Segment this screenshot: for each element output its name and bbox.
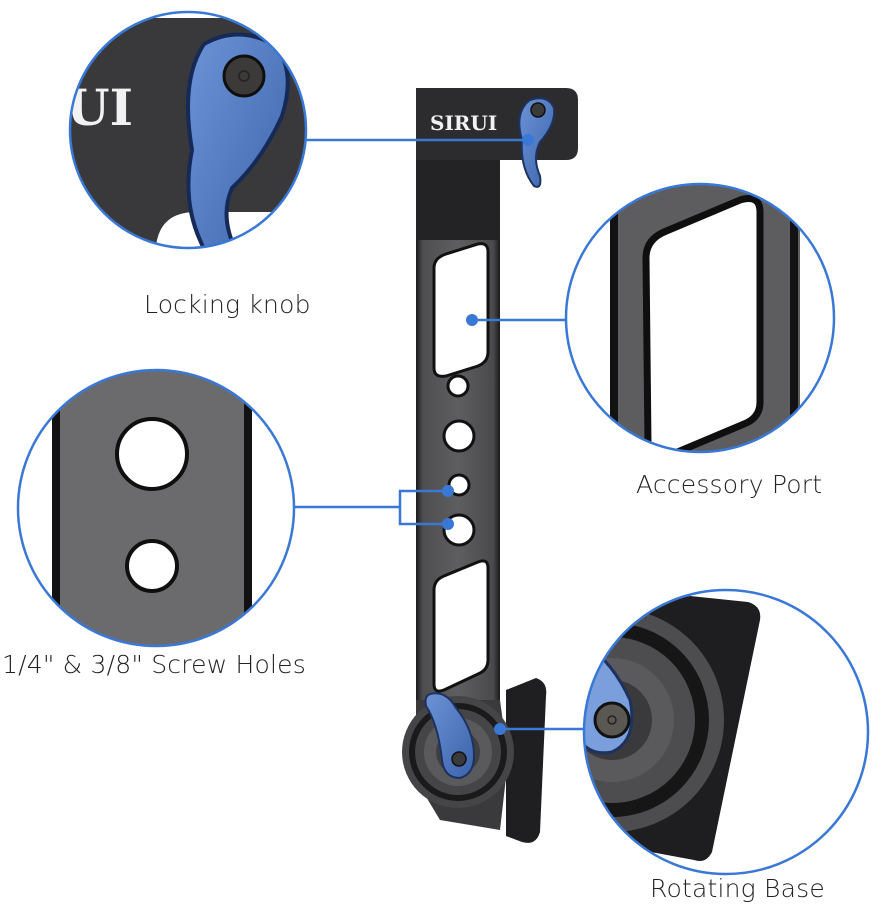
label-locking-knob: Locking knob xyxy=(144,290,311,319)
callout-dot xyxy=(522,134,534,146)
label-rotating-base: Rotating Base xyxy=(650,874,825,903)
rotating-base xyxy=(402,678,547,843)
label-accessory-port: Accessory Port xyxy=(636,470,823,499)
accessory-port-lower xyxy=(432,559,490,693)
callout-dot xyxy=(442,518,454,530)
zoom-circle-screw-holes xyxy=(16,368,296,648)
label-screw-holes: 1/4" & 3/8" Screw Holes xyxy=(2,650,306,679)
screw-hole xyxy=(447,473,471,497)
callout-dot xyxy=(442,485,454,497)
screw-hole xyxy=(442,419,476,453)
zoom-circle-rotating-base xyxy=(582,588,870,876)
callout-lines xyxy=(292,138,588,731)
accessory-port-upper xyxy=(432,242,490,378)
callout-dot xyxy=(494,723,506,735)
callout-dot xyxy=(466,314,478,326)
callout-dots xyxy=(442,134,534,735)
zoom-circle-accessory-port xyxy=(564,182,836,454)
brand-logo: SIRUI xyxy=(430,111,497,135)
handle-arm: SIRUI xyxy=(402,88,578,843)
brand-logo-zoomed: UI xyxy=(66,78,133,137)
zoom-circle-locking-knob: UI xyxy=(66,10,308,250)
screw-hole xyxy=(446,374,470,398)
